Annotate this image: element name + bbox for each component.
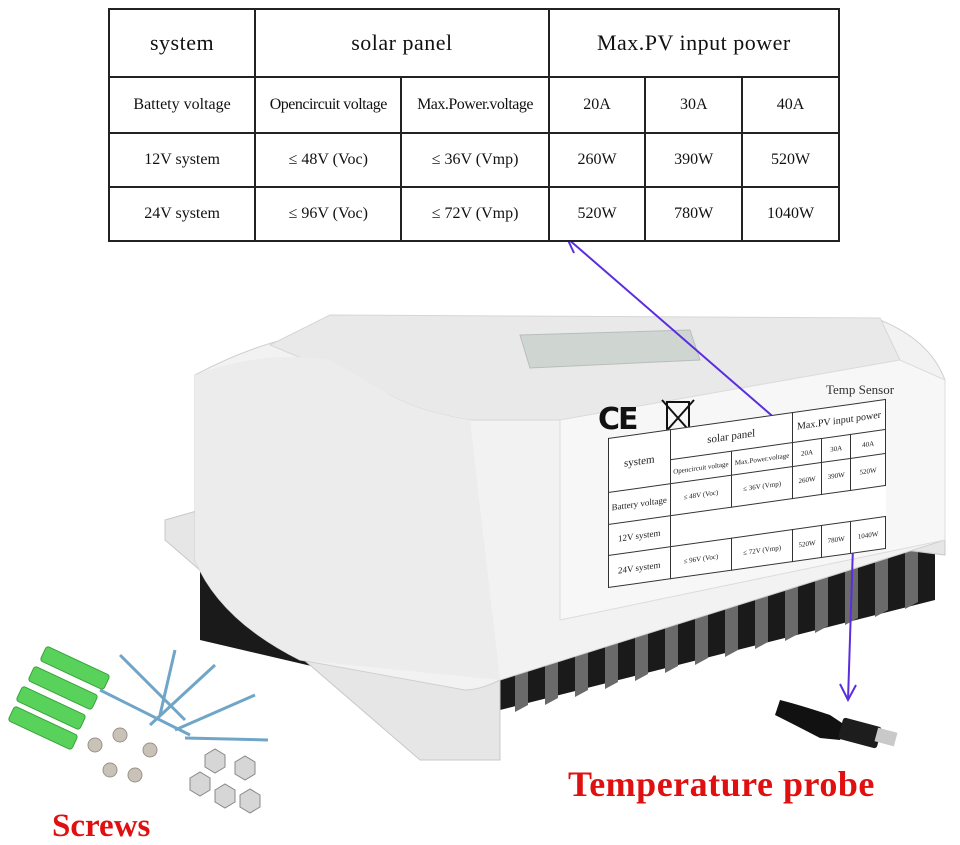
row-vmp: ≤ 36V (Vmp) [400, 132, 550, 188]
row-system: 24V system [107, 186, 257, 242]
arrow-head-down-icon [839, 683, 857, 703]
ce-mark: CE [598, 402, 638, 437]
subheader-20a: 20A [547, 76, 647, 134]
row-system: 12V system [107, 132, 257, 188]
subheader-open-circuit: Opencircuit voltage [254, 76, 403, 134]
header-solar-panel: solar panel [254, 8, 550, 78]
header-system: system [107, 8, 257, 78]
mini-r1-p40: 520W [850, 453, 886, 491]
spec-table: system solar panel Max.PV input power Ba… [107, 8, 841, 242]
table-row: 24V system ≤ 96V (Voc) ≤ 72V (Vmp) 520W … [107, 186, 840, 242]
mini-r2-p20: 520W [792, 525, 822, 562]
caption-screws: Screws [52, 808, 151, 844]
mini-r2-p40: 1040W [850, 516, 886, 554]
subheader-30a: 30A [644, 76, 744, 134]
mini-r2-p30: 780W [821, 521, 851, 558]
row-power-30a: 390W [644, 132, 744, 188]
row-voc: ≤ 48V (Voc) [254, 132, 403, 188]
table-row: 12V system ≤ 48V (Voc) ≤ 36V (Vmp) 260W … [107, 132, 840, 188]
temp-sensor-label: Temp Sensor [826, 382, 895, 397]
caption-temperature-probe: Temperature probe [568, 764, 875, 804]
subheader-40a: 40A [741, 76, 840, 134]
mini-r1-p30: 390W [821, 458, 851, 495]
temperature-probe-image [775, 700, 898, 749]
row-power-40a: 1040W [741, 186, 840, 242]
row-power-30a: 780W [644, 186, 744, 242]
header-max-pv: Max.PV input power [547, 8, 841, 78]
mini-r1-p20: 260W [792, 462, 822, 499]
subheader-max-power-voltage: Max.Power.voltage [400, 76, 550, 134]
arrow-to-spec-table [566, 237, 809, 448]
row-vmp: ≤ 72V (Vmp) [400, 186, 550, 242]
screws-image [8, 646, 269, 814]
row-power-20a: 520W [547, 186, 647, 242]
row-voc: ≤ 96V (Voc) [254, 186, 403, 242]
subheader-battery-voltage: Battety voltage [107, 76, 257, 134]
row-power-40a: 520W [741, 132, 840, 188]
mini-system: system [608, 429, 671, 493]
row-power-20a: 260W [547, 132, 647, 188]
